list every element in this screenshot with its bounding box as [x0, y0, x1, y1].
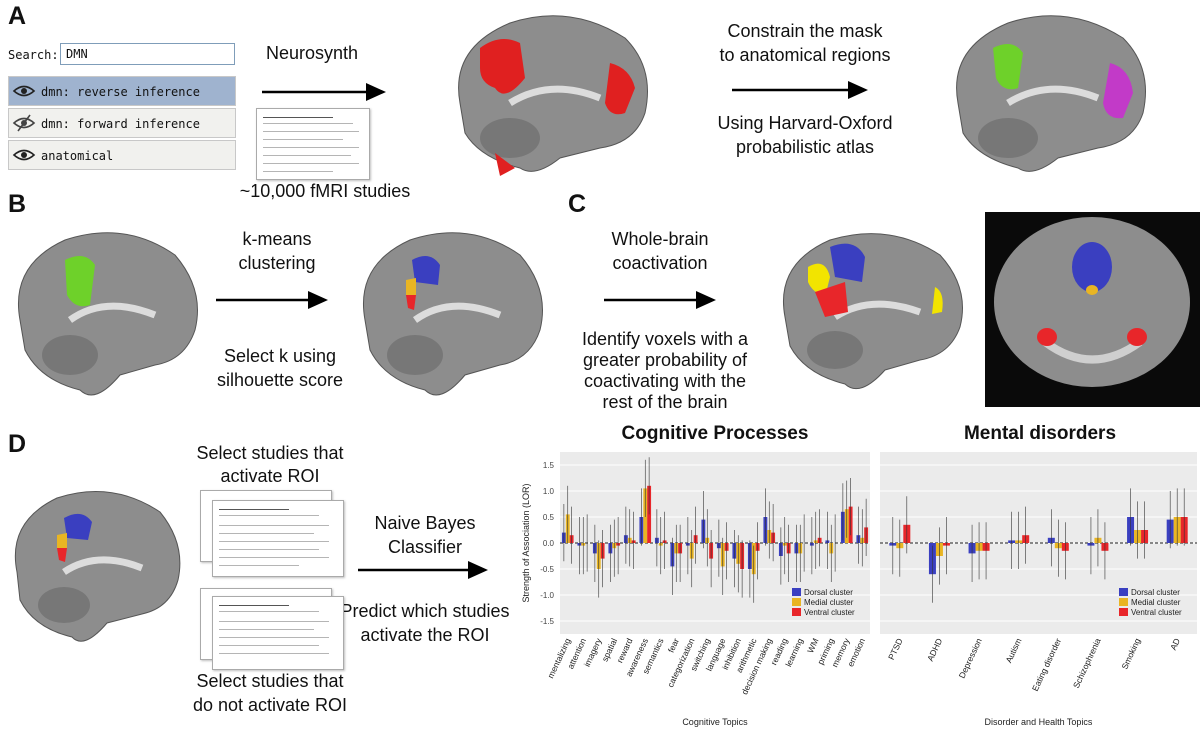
x-tick-label: Smoking: [1119, 636, 1142, 670]
coactivation-line-1: Whole-brain: [611, 229, 709, 249]
layer-label: dmn: reverse inference: [41, 85, 200, 99]
y-tick-label: 1.5: [543, 461, 555, 470]
arrow-coactivation: [604, 291, 716, 309]
identify-line-1: Identify voxels with a: [581, 329, 749, 349]
brain-sagittal-roi-clusters: [14, 491, 181, 642]
eye-icon[interactable]: [12, 145, 36, 165]
arrow-naive-bayes: [358, 561, 488, 579]
brain-sagittal-coactivation: [783, 233, 963, 390]
kmeans-line-1: k-means: [242, 229, 312, 249]
legend-label: Ventral cluster: [1131, 608, 1182, 617]
neurosynth-label: Neurosynth: [265, 43, 359, 63]
neurosynth-search-panel: Search: DMN dmn: reverse inference dmn: …: [8, 40, 236, 175]
select-k-line-1: Select k using: [223, 346, 337, 366]
kmeans-line-2: clustering: [238, 253, 316, 273]
legend-swatch: [1119, 598, 1128, 606]
y-tick-label: -1.0: [540, 591, 554, 600]
legend-label: Dorsal cluster: [1131, 588, 1180, 597]
x-tick-label: Schizophrenia: [1071, 636, 1103, 689]
y-tick-label: -0.5: [540, 565, 554, 574]
legend-swatch: [1119, 608, 1128, 616]
paper-thumbnail-active: [212, 500, 344, 577]
y-tick-label: 1.0: [543, 487, 555, 496]
panel-letter-c: C: [568, 190, 587, 218]
naive-bayes-line-1: Naive Bayes: [374, 513, 476, 533]
x-tick-label: WM: [805, 637, 820, 655]
brain-sagittal-kmeans-clusters: [363, 232, 543, 396]
identify-line-4: rest of the brain: [602, 392, 728, 412]
x-tick-label: Eating disorder: [1030, 636, 1063, 692]
layer-label: anatomical: [41, 149, 114, 163]
eye-slash-icon[interactable]: [12, 113, 36, 133]
layer-item-reverse-inference[interactable]: dmn: reverse inference: [8, 76, 236, 106]
select-not-activate-line-1: Select studies that: [196, 671, 344, 691]
search-label: Search:: [8, 48, 59, 62]
chart-title-cognitive: Cognitive Processes: [621, 423, 809, 444]
brain-sagittal-roi-green: [18, 232, 198, 396]
paper-thumbnail-inactive: [212, 596, 344, 670]
legend-label: Dorsal cluster: [804, 588, 853, 597]
select-not-activate-line-2: do not activate ROI: [192, 695, 348, 715]
x-tick-label: AD: [1168, 637, 1182, 652]
panel-letter-d: D: [8, 430, 27, 458]
legend-label: Ventral cluster: [804, 608, 855, 617]
brain-coronal-coactivation: [985, 212, 1200, 407]
arrow-kmeans: [216, 291, 328, 309]
layer-item-forward-inference[interactable]: dmn: forward inference: [8, 108, 236, 138]
legend-label: Medial cluster: [804, 598, 854, 607]
x-tick-label: fear: [666, 636, 681, 654]
brain-sagittal-neurosynth-map: [458, 15, 648, 176]
naive-bayes-line-2: Classifier: [387, 537, 462, 557]
x-axis-label: Cognitive Topics: [682, 717, 748, 727]
predict-line-2: activate the ROI: [360, 625, 490, 645]
paper-thumbnail-stack: [256, 108, 370, 180]
legend-swatch: [1119, 588, 1128, 596]
y-tick-label: -1.5: [540, 617, 554, 626]
y-tick-label: 0.5: [543, 513, 555, 522]
y-tick-label: 0.0: [543, 539, 555, 548]
layer-label: dmn: forward inference: [41, 117, 200, 131]
arrow-neurosynth: [262, 83, 386, 101]
y-axis-label: Strength of Association (LOR): [521, 483, 531, 602]
search-input[interactable]: DMN: [60, 43, 235, 65]
atlas-line-2: probabilistic atlas: [735, 137, 875, 157]
atlas-line-1: Using Harvard-Oxford: [717, 113, 893, 133]
legend-swatch: [792, 598, 801, 606]
identify-line-3: coactivating with the: [583, 371, 747, 391]
panel-letter-b: B: [8, 190, 27, 218]
eye-icon[interactable]: [12, 81, 36, 101]
bar-charts: 1.5 1.0 0.5 0.0 -0.5 -1.0 -1.5 Strength of Asso…: [521, 452, 1197, 727]
arrow-constrain: [732, 81, 868, 99]
brain-sagittal-anatomical-mask: [956, 15, 1146, 172]
x-tick-label: Depression: [957, 636, 984, 679]
studies-count-label: ~10,000 fMRI studies: [239, 181, 411, 201]
x-tick-label: PTSD: [886, 637, 905, 662]
panel-letter-a: A: [8, 2, 27, 30]
constrain-line-1: Constrain the mask: [727, 21, 883, 41]
x-tick-label: ADHD: [925, 637, 944, 663]
legend-label: Medial cluster: [1131, 598, 1181, 607]
coactivation-line-2: coactivation: [612, 253, 708, 273]
select-k-line-2: silhouette score: [216, 370, 344, 390]
x-tick-label: Autism: [1003, 637, 1023, 665]
chart-title-disorders: Mental disorders: [963, 423, 1117, 444]
x-axis-label: Disorder and Health Topics: [985, 717, 1093, 727]
predict-line-1: Predict which studies: [340, 601, 510, 621]
legend-swatch: [792, 588, 801, 596]
select-activate-line-1: Select studies that: [196, 443, 344, 463]
layer-item-anatomical[interactable]: anatomical: [8, 140, 236, 170]
legend-swatch: [792, 608, 801, 616]
bar: [647, 485, 652, 543]
constrain-line-2: to anatomical regions: [719, 45, 891, 65]
identify-line-2: greater probability of: [582, 350, 748, 370]
select-activate-line-2: activate ROI: [220, 466, 320, 486]
